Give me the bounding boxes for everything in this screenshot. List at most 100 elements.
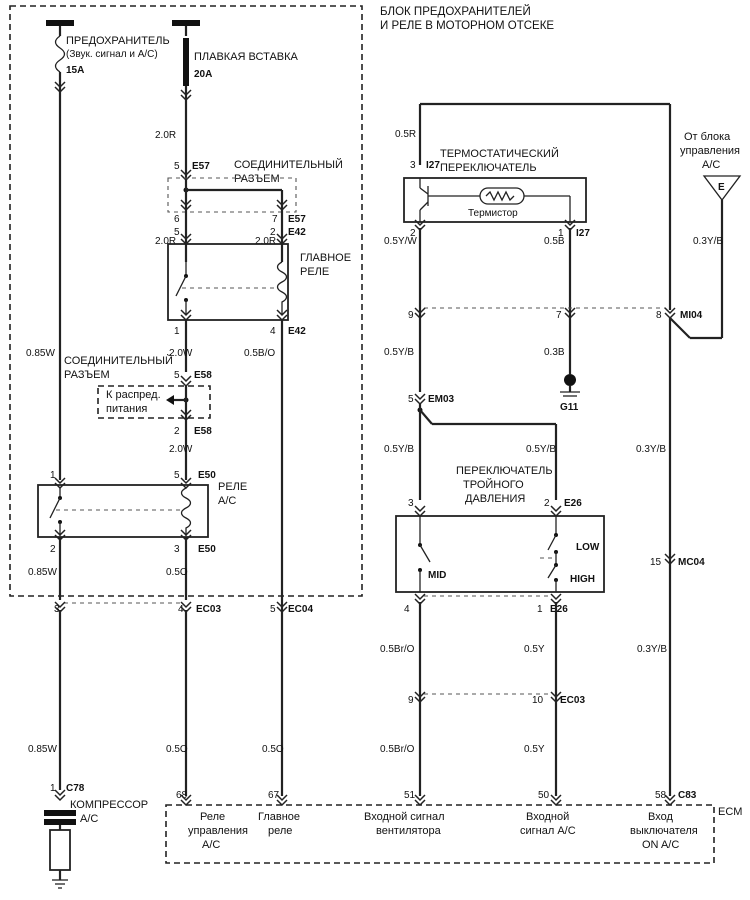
busbar-left — [46, 20, 74, 26]
ac-relay-box — [37, 484, 209, 538]
ground-icon — [560, 374, 580, 397]
ac-relay-switch-icon — [49, 488, 180, 536]
fusible-link-rating: 20A — [194, 69, 212, 80]
wire-label: 0.5Y — [524, 744, 545, 755]
wire-label: 0.5R — [395, 129, 416, 140]
ac-control-label2: управления — [680, 145, 740, 157]
pin-label: 5 — [174, 161, 180, 172]
connector-label-ec03: EC03 — [560, 695, 585, 706]
pin-label: 5 — [174, 227, 180, 238]
connector-e58-box — [97, 385, 211, 419]
pin-label: 7 — [272, 214, 278, 225]
ecm-input-label: Входной — [526, 811, 569, 823]
wire-label: 2.0R — [155, 130, 176, 141]
ecm-input-label: сигнал A/C — [520, 825, 576, 837]
pin-label: 8 — [656, 310, 662, 321]
ecm-input-label: реле — [268, 825, 292, 837]
compressor-label2: A/C — [80, 813, 98, 825]
pin-label: 2 — [270, 227, 276, 238]
connector-e58-label2: РАЗЪЕМ — [64, 369, 110, 381]
ground-label: G11 — [560, 402, 579, 413]
connector-label-mi04: MI04 — [680, 310, 703, 321]
ecm-input-label: выключателя — [630, 825, 698, 837]
ecm-input-label: ON A/C — [642, 839, 679, 851]
pin-label: 4 — [178, 604, 184, 615]
connector-e57-label1: СОЕДИНИТЕЛЬНЫЙ — [234, 158, 343, 171]
low-label: LOW — [576, 542, 600, 553]
connector-label-e57: E57 — [192, 161, 210, 172]
connector-label-e58: E58 — [194, 426, 212, 437]
wire-label: 0.5Y/B — [384, 347, 414, 358]
ac-relay-label2: A/C — [218, 495, 236, 507]
main-relay-switch-icon — [175, 262, 274, 314]
connector-label-em03: EM03 — [428, 394, 455, 405]
connector-e58-label1: СОЕДИНИТЕЛЬНЫЙ — [64, 354, 173, 367]
wire-label: 2.0R — [255, 236, 276, 247]
wire-label: 0.5Y/B — [526, 444, 556, 455]
fuse-relay-box-outline — [9, 5, 363, 597]
connector-label-c83: C83 — [678, 790, 697, 801]
pin-label: 9 — [408, 310, 414, 321]
connector-label-e57: E57 — [288, 214, 306, 225]
ecm-input-label: A/C — [202, 839, 220, 851]
wire-label: 2.0R — [155, 236, 176, 247]
wire-label: 2.0W — [169, 348, 193, 359]
pin-label: 3 — [408, 498, 414, 509]
pin-label: 1 — [50, 470, 56, 481]
wire-label: 0.5Br/O — [380, 644, 415, 655]
compressor-label1: КОМПРЕССОР — [70, 799, 148, 811]
connector-e57-box — [167, 177, 297, 213]
arrow-left-icon — [166, 395, 174, 405]
busbar-right — [172, 20, 200, 26]
wire-label: 0.5O — [262, 744, 284, 755]
connector-label-e26: E26 — [564, 498, 582, 509]
wire-label: 0.85W — [28, 744, 57, 755]
wire-label: 0.3Y/B — [693, 236, 723, 247]
wire-label: 0.5Y — [524, 644, 545, 655]
connector-label-i27: I27 — [576, 228, 590, 239]
pin-label: 5 — [174, 370, 180, 381]
connector-label-ec04: EC04 — [288, 604, 313, 615]
wire-label: 2.0W — [169, 444, 193, 455]
wire-label: 0.5O — [166, 567, 188, 578]
triple-switch-box — [395, 515, 605, 593]
triple-label3: ДАВЛЕНИЯ — [465, 493, 525, 505]
ac-control-label3: A/C — [702, 159, 720, 171]
connector-label-e58: E58 — [194, 370, 212, 381]
wire-label: 0.5Y/B — [384, 444, 414, 455]
fuse-icon — [54, 35, 66, 73]
ecm-input-label: Реле — [200, 811, 225, 823]
connector-label-e42: E42 — [288, 227, 306, 238]
pin-label: 2 — [544, 498, 550, 509]
ecm-input-label: Входной сигнал — [364, 811, 445, 823]
pin-label: 7 — [556, 310, 562, 321]
pin-label: 1 — [174, 326, 180, 337]
thermo-switch-box — [403, 177, 587, 223]
ecm-input-label: вентилятора — [376, 825, 442, 837]
fuse-rating: 15A — [66, 65, 84, 76]
ecm-input-label: Вход — [648, 811, 673, 823]
connector-label-c78: C78 — [66, 783, 85, 794]
thermo-transistor-icon — [419, 178, 480, 222]
ac-relay-label1: РЕЛЕ — [218, 481, 247, 493]
connector-label-e42: E42 — [288, 326, 306, 337]
ecm-pin-51: 51 — [404, 790, 416, 801]
connector-e58-note1: К распред. — [106, 389, 161, 401]
pin-label: 5 — [174, 470, 180, 481]
ac-relay-coil-icon — [180, 487, 192, 536]
connector-label-i27: I27 — [426, 160, 440, 171]
pin-label: 6 — [174, 214, 180, 225]
main-relay-label1: ГЛАВНОЕ — [300, 252, 351, 264]
pin-label: 4 — [404, 604, 410, 615]
ac-control-label1: От блока — [684, 131, 731, 143]
ecm-pin-58: 58 — [655, 790, 667, 801]
pin-label: 5 — [408, 394, 414, 405]
wire-label: 0.3Y/B — [637, 644, 667, 655]
pin-label: 1 — [50, 783, 56, 794]
ecm-input-label: управления — [188, 825, 248, 837]
pin-label: 1 — [537, 604, 543, 615]
connector-label-mc04: MC04 — [678, 557, 705, 568]
fuse-label: ПРЕДОХРАНИТЕЛЬ — [66, 35, 170, 47]
thermistor-label: Термистор — [468, 208, 518, 219]
wire-label: 0.5Br/O — [380, 744, 415, 755]
